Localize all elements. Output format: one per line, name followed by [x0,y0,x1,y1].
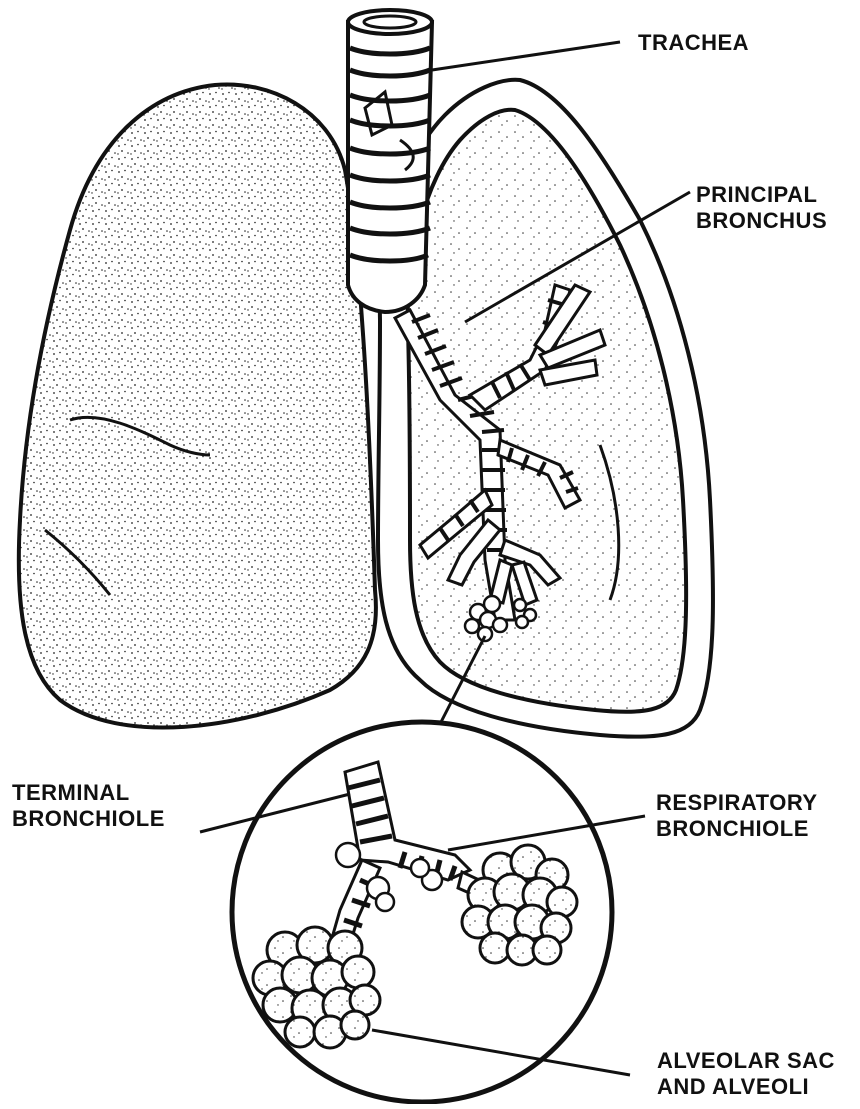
alveolar-sac-label: ALVEOLAR SAC AND ALVEOLI [657,1048,835,1100]
alveolar-sac-line-2: AND ALVEOLI [657,1074,835,1100]
principal-bronchus-line-2: BRONCHUS [696,208,827,234]
principal-bronchus-label: PRINCIPAL BRONCHUS [696,182,827,234]
left-lung [19,84,376,727]
trachea-label: TRACHEA [638,30,749,56]
terminal-bronchiole-line-1: TERMINAL [12,780,165,806]
trachea [348,10,432,312]
alveolar-sac-line-1: ALVEOLAR SAC [657,1048,835,1074]
terminal-bronchiole-label: TERMINAL BRONCHIOLE [12,780,165,832]
respiratory-bronchiole-label: RESPIRATORY BRONCHIOLE [656,790,818,842]
principal-bronchus-line-1: PRINCIPAL [696,182,827,208]
respiratory-bronchiole-line-2: BRONCHIOLE [656,816,818,842]
respiratory-bronchiole-line-1: RESPIRATORY [656,790,818,816]
terminal-bronchiole-line-2: BRONCHIOLE [12,806,165,832]
